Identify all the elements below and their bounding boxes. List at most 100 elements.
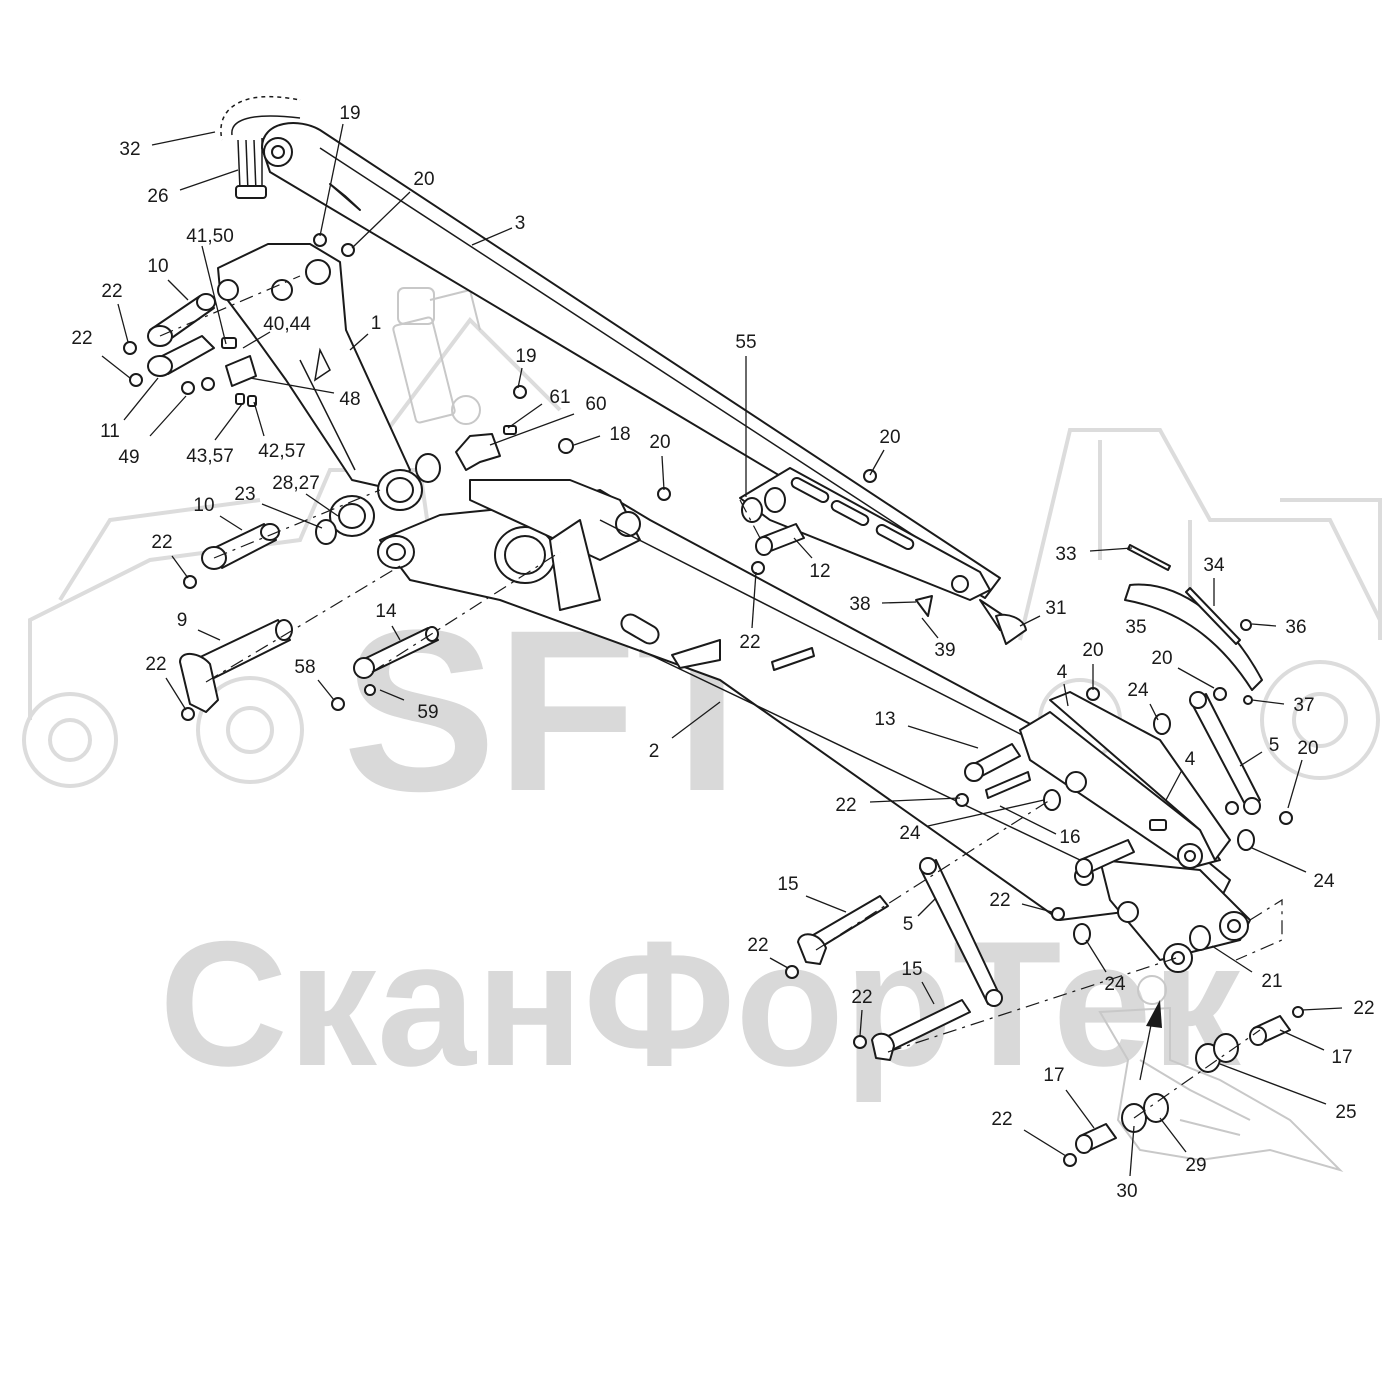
leader-line [253, 401, 265, 437]
leader-line [1089, 547, 1133, 552]
part-callout-label: 23 [234, 484, 255, 505]
part-callout-label: 20 [1082, 640, 1103, 661]
pin-10-lower [201, 523, 280, 570]
leader-line [1021, 903, 1053, 913]
snap-rings [313, 233, 1293, 825]
leader-line [1239, 751, 1263, 767]
cover-plates [1124, 544, 1263, 705]
part-callout-label: 15 [901, 959, 922, 980]
pin-17-left [1075, 1123, 1117, 1154]
part-callout-label: 12 [809, 561, 830, 582]
leader-line [1023, 1129, 1067, 1157]
part-callout-label: 24 [1127, 680, 1149, 701]
part-callout-label: 17 [1331, 1047, 1352, 1068]
leader-line [179, 169, 239, 191]
leader-line [921, 981, 935, 1005]
leader-line [117, 303, 129, 343]
link-5-left [919, 857, 1003, 1007]
part-callout-label: 22 [851, 987, 872, 1008]
leader-line [261, 503, 323, 529]
leader-line [1177, 667, 1215, 689]
part-callout-label: 22 [151, 532, 172, 553]
leader-line [1063, 683, 1069, 707]
ghost-bucket [1098, 975, 1344, 1173]
part-callout-label: 22 [739, 632, 760, 653]
part-callout-label: 24 [1313, 871, 1335, 892]
part-callout-label: 22 [145, 654, 166, 675]
pin-11 [147, 335, 215, 377]
part-callout-label: 22 [747, 935, 768, 956]
linkage-plates [1019, 691, 1251, 973]
part-callout-label: 28,27 [272, 473, 320, 494]
leader-line [1159, 1117, 1187, 1153]
part-callout-label: 20 [649, 432, 670, 453]
pin-16 [1075, 839, 1135, 878]
part-callout-label: 10 [147, 256, 168, 277]
leader-line [471, 227, 513, 246]
part-callout-label: 9 [177, 610, 188, 631]
pin-13 [964, 743, 1021, 782]
pins-and-hardware [123, 233, 1304, 1167]
part-callout-label: 38 [849, 594, 870, 615]
leader-line [171, 555, 189, 579]
part-callout-label: 2 [649, 741, 660, 762]
part-callout-label: 19 [339, 103, 360, 124]
leader-line [859, 1009, 863, 1037]
leader-line [317, 679, 335, 701]
ghost-parts [392, 287, 1344, 1173]
part-callout-label: 13 [874, 709, 895, 730]
leader-line [1251, 623, 1277, 627]
part-callout-label: 5 [903, 914, 914, 935]
part-callout-label: 10 [193, 495, 214, 516]
part-callout-label: 16 [1059, 827, 1080, 848]
part-callout-label: 18 [609, 424, 630, 445]
part-callout-label: 43,57 [186, 446, 234, 467]
part-callout-label: 20 [1151, 648, 1172, 669]
leader-line [201, 245, 227, 345]
leader-line [151, 131, 216, 146]
leader-line [751, 571, 757, 629]
part-callout-label: 4 [1057, 662, 1068, 683]
leader-line [671, 701, 721, 739]
part-callout-label: 36 [1285, 617, 1306, 638]
leader-line [1065, 1089, 1095, 1129]
leader-line [869, 797, 961, 803]
part-callout-label: 37 [1293, 695, 1314, 716]
hose-guide-bar [261, 122, 1001, 599]
alignment-lines [159, 275, 1283, 1119]
leader-line [869, 449, 885, 476]
leader-line [219, 515, 243, 531]
part-callout-label: 26 [147, 186, 168, 207]
leader-line [319, 123, 344, 237]
part-callout-label: 60 [585, 394, 606, 415]
part-callout-label: 22 [1353, 998, 1374, 1019]
leader-line [1251, 847, 1307, 873]
leader-line [489, 413, 575, 446]
leader-line [214, 403, 243, 441]
part-callout-label: 5 [1269, 735, 1280, 756]
leader-line [1301, 1007, 1343, 1011]
leader-line [769, 957, 789, 969]
part-callout-label: 31 [1045, 598, 1066, 619]
part-callout-label: 39 [934, 640, 955, 661]
leader-line [573, 435, 601, 446]
part-callout-label: 22 [989, 890, 1010, 911]
part-callout-label: 40,44 [263, 314, 311, 335]
part-callout-label: 20 [413, 169, 434, 190]
part-callout-label: 22 [101, 281, 122, 302]
leader-line [149, 395, 187, 437]
part-callout-label: 33 [1055, 544, 1076, 565]
leader-line [123, 377, 159, 421]
pin-15-lower [871, 999, 971, 1061]
part-callout-label: 3 [515, 213, 526, 234]
leader-line [242, 331, 271, 349]
pin-9 [179, 619, 293, 713]
leader-line [1129, 1125, 1135, 1177]
part-callout-label: 35 [1125, 617, 1146, 638]
pin-15-upper [797, 895, 889, 965]
watermark: SFT СканФорТек [22, 316, 1382, 1103]
leader-line [1251, 699, 1285, 705]
part-callout-label: 1 [371, 313, 382, 334]
boom-side-plate [739, 467, 991, 601]
